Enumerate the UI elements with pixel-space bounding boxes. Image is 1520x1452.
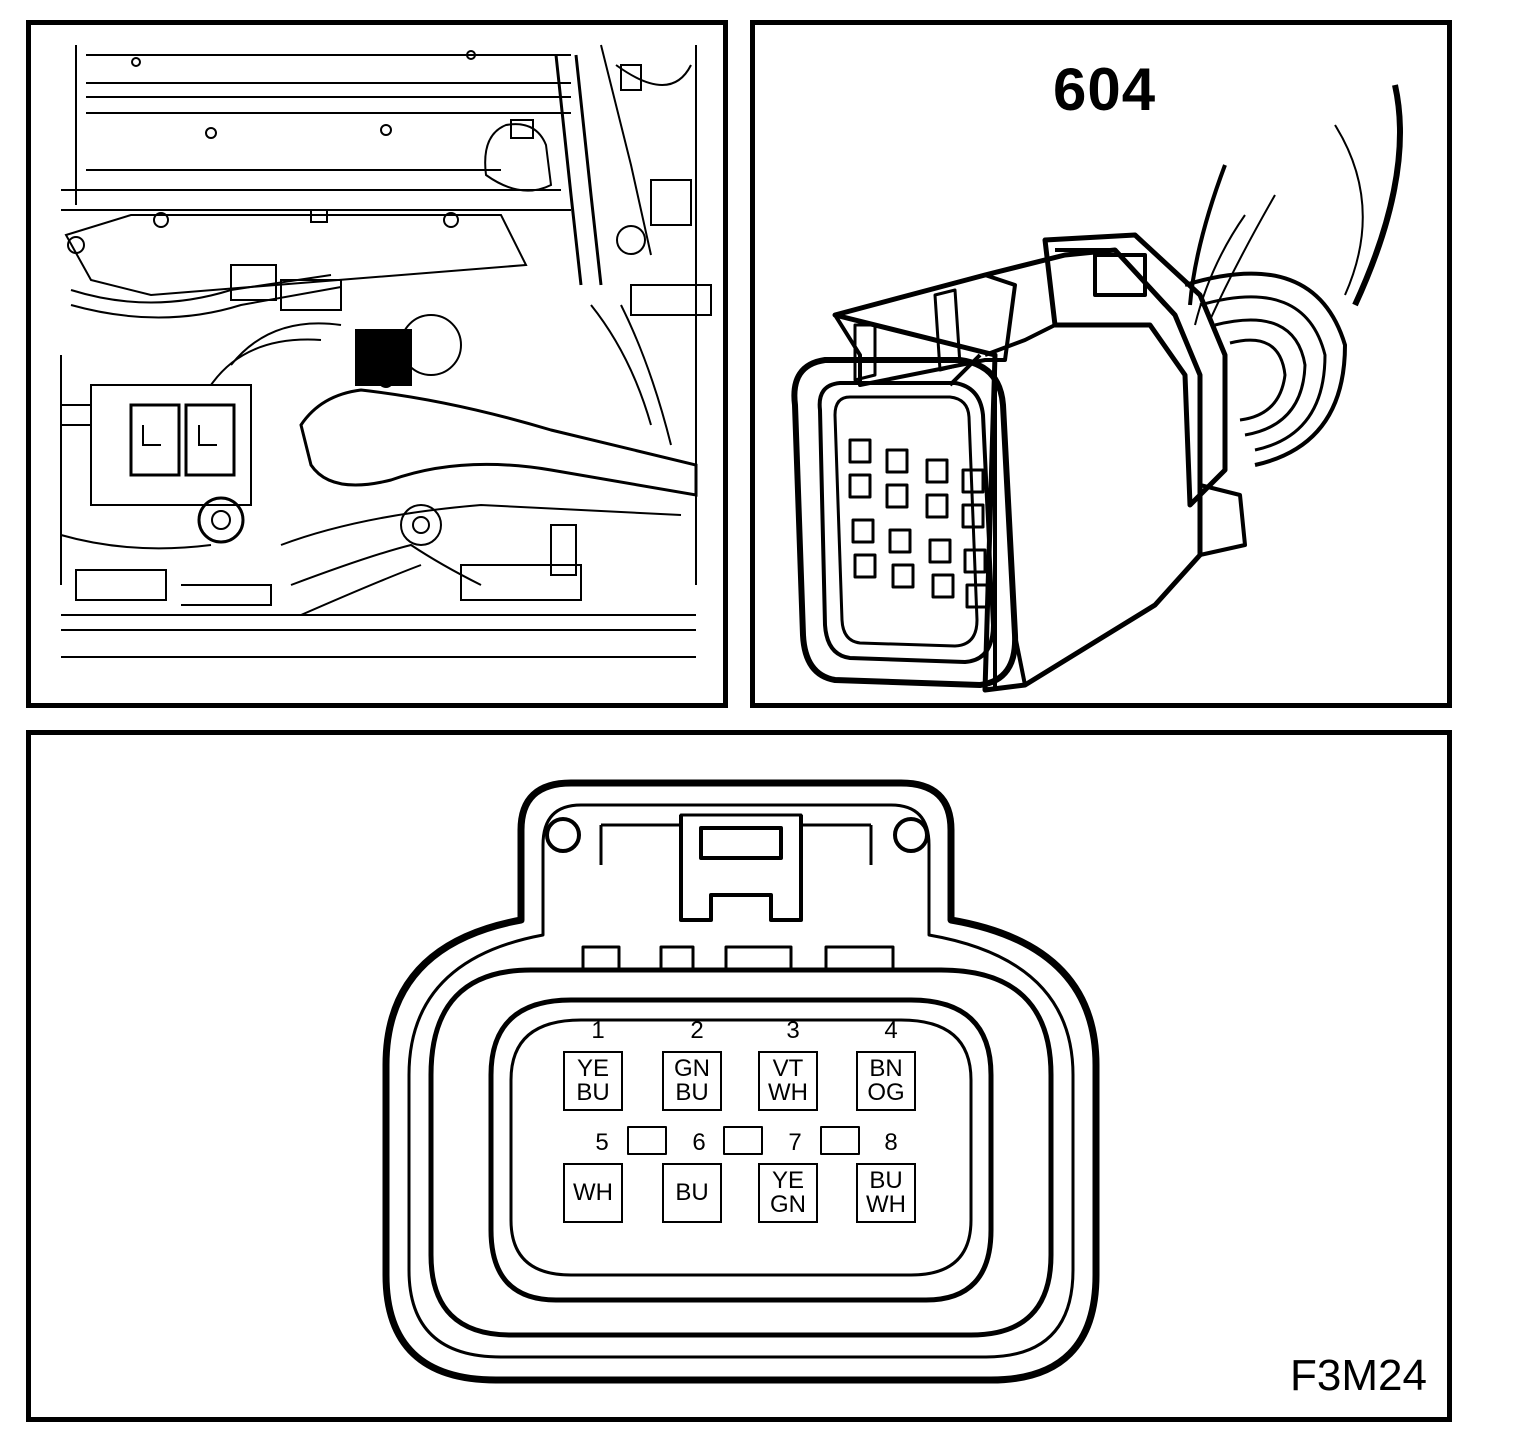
connector-number: 604: [1053, 56, 1157, 123]
pin-5-wire-color: WH: [563, 1163, 623, 1223]
connector-face-outline: [382, 779, 1100, 1384]
pin-6-number: 6: [692, 1129, 706, 1156]
pin-7-color-bottom: GN: [770, 1191, 806, 1218]
pin-1-color-top: YE: [576, 1055, 609, 1082]
pin-8-number: 8: [884, 1129, 898, 1156]
connector-illustration: [791, 84, 1403, 693]
pin-8-color-bottom: WH: [866, 1191, 906, 1218]
pin-3-color-bottom: WH: [768, 1079, 808, 1106]
pin-8-wire-color: BU WH: [856, 1163, 916, 1223]
connector-view-panel: 604: [750, 20, 1452, 708]
pin-3-color-top: VT: [772, 1055, 804, 1082]
pin-3-wire-color: VT WH: [758, 1051, 818, 1111]
pinout-panel: 1 2 3 4 5 6 7 8 YE BU GN BU VT WH BN OG …: [26, 730, 1452, 1422]
pin-1-color-bottom: BU: [576, 1079, 610, 1106]
engine-bay-illustration: [60, 44, 712, 658]
pin-5-color-top: WH: [573, 1179, 613, 1206]
pin-6-wire-color: BU: [662, 1163, 722, 1223]
pin-7-color-top: YE: [771, 1167, 804, 1194]
pin-4-color-bottom: OG: [867, 1079, 905, 1106]
pin-2-color-top: GN: [674, 1055, 710, 1082]
pin-4-number: 4: [884, 1017, 898, 1044]
engine-bay-panel: [26, 20, 728, 708]
figure-code: F3M24: [1290, 1351, 1427, 1400]
pin-7-wire-color: YE GN: [758, 1163, 818, 1223]
pin-4-wire-color: BN OG: [856, 1051, 916, 1111]
pin-6-color-top: BU: [675, 1179, 709, 1206]
pin-8-color-top: BU: [869, 1167, 903, 1194]
pin-2-number: 2: [690, 1017, 704, 1044]
pin-2-color-bottom: BU: [675, 1079, 709, 1106]
pin-2-wire-color: GN BU: [662, 1051, 722, 1111]
pin-5-number: 5: [595, 1129, 609, 1156]
pin-7-number: 7: [788, 1129, 802, 1156]
pin-1-wire-color: YE BU: [563, 1051, 623, 1111]
pin-3-number: 3: [786, 1017, 800, 1044]
pin-4-color-top: BN: [869, 1055, 903, 1082]
pin-1-number: 1: [591, 1017, 605, 1044]
